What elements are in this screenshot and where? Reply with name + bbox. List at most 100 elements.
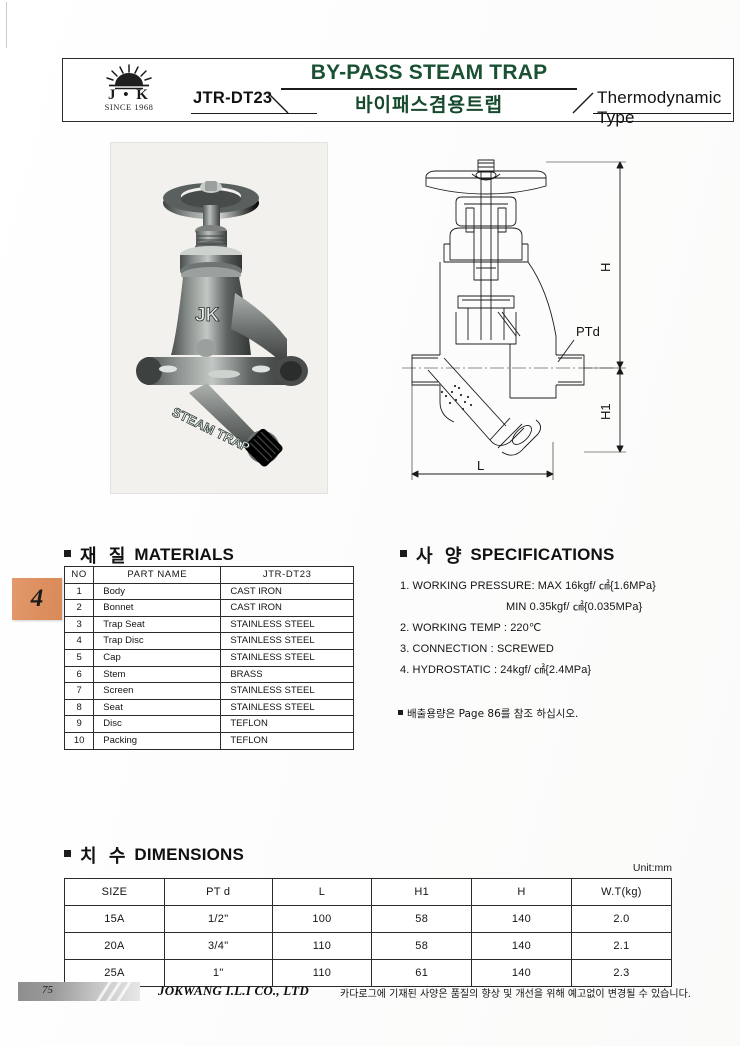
- cell-material: CAST IRON: [220, 599, 354, 617]
- dimensions-heading-english: DIMENSIONS: [134, 845, 245, 864]
- specifications-heading-korean: 사 양: [416, 546, 465, 567]
- dimensions-table: SIZE PT d L H1 H W.T(kg) 15A 1/2" 100 58…: [64, 878, 673, 987]
- sunrise-icon: [73, 63, 185, 90]
- model-code: JTR-DT23: [193, 89, 273, 107]
- dimensions-heading: 치 수 DIMENSIONS: [64, 842, 244, 868]
- dimension-label-H1: H1: [598, 403, 613, 420]
- specifications-heading: 사 양 SPECIFICATIONS: [400, 542, 615, 568]
- logo-brand-text: J • K: [108, 87, 150, 103]
- cell-material: TEFLON: [220, 715, 354, 733]
- footer-page-tab: [18, 978, 140, 1005]
- column-header-l: L: [271, 878, 373, 906]
- table-row: 25A 1" 110 61 140 2.3: [64, 959, 673, 987]
- cell-part: Trap Seat: [93, 615, 222, 634]
- cell-ptd: 3/4": [163, 932, 273, 960]
- dimension-label-L: L: [477, 458, 484, 473]
- cell-material: STAINLESS STEEL: [220, 698, 354, 717]
- cell-l: 110: [271, 959, 373, 987]
- spec-item-working-pressure-min: MIN 0.35kgf/ ㎠{0.035MPa}: [506, 601, 643, 613]
- cell-no: 1: [63, 582, 95, 601]
- cell-no: 9: [63, 715, 95, 733]
- bullet-square-icon: [400, 550, 407, 557]
- slash-separator-left-icon: [266, 89, 292, 115]
- cell-ptd: 1/2": [163, 905, 273, 933]
- section-number-tab: 4: [12, 578, 62, 620]
- technical-drawing: H H1 L PTd: [398, 140, 728, 498]
- column-header-model: JTR-DT23: [220, 566, 354, 584]
- specifications-list: 1. WORKING PRESSURE: MAX 16kgf/ ㎠{1.6MPa…: [400, 576, 730, 681]
- cell-weight: 2.3: [570, 959, 673, 987]
- materials-heading-english: MATERIALS: [134, 545, 235, 564]
- column-header-size: SIZE: [64, 878, 165, 906]
- cell-h: 140: [471, 932, 572, 960]
- column-header-weight: W.T(kg): [570, 878, 673, 906]
- spec-item-working-pressure-max: 1. WORKING PRESSURE: MAX 16kgf/ ㎠{1.6MPa…: [400, 580, 656, 592]
- dimensions-unit-label: Unit:mm: [632, 862, 672, 874]
- cell-ptd: 1": [163, 959, 273, 987]
- product-header-banner: J • K SINCE 1968 JTR-DT23 BY-PASS STEAM …: [62, 58, 734, 127]
- dimension-label-PTd: PTd: [576, 324, 600, 339]
- cell-part: Trap Disc: [93, 632, 222, 650]
- table-header-row: SIZE PT d L H1 H W.T(kg): [64, 878, 673, 906]
- materials-heading: 재 질 MATERIALS: [64, 542, 234, 568]
- cell-size: 15A: [64, 905, 165, 933]
- footer-page-number: 75: [42, 984, 53, 996]
- slash-separator-right-icon: [569, 89, 595, 115]
- cell-part: Screen: [93, 682, 222, 700]
- cell-material: CAST IRON: [220, 582, 354, 601]
- cell-part: Body: [93, 582, 222, 601]
- cell-material: TEFLON: [220, 731, 354, 750]
- cell-part: Packing: [93, 731, 222, 750]
- column-header-part: PART NAME: [93, 566, 222, 584]
- capacity-reference-note: 배출용량은 Page 86를 참조 하십시오.: [398, 706, 578, 721]
- bullet-square-icon: [398, 710, 403, 715]
- type-label-underline: [593, 113, 731, 115]
- capacity-note-text: 배출용량은 Page 86를 참조 하십시오.: [407, 708, 579, 720]
- specifications-heading-english: SPECIFICATIONS: [470, 545, 615, 564]
- cell-size: 20A: [64, 932, 165, 960]
- cell-no: 7: [63, 682, 95, 700]
- company-logo: J • K SINCE 1968: [73, 63, 185, 119]
- bullet-square-icon: [64, 550, 71, 557]
- cell-h: 140: [471, 959, 572, 987]
- product-title-korean: 바이패스겸용트랩: [355, 94, 503, 116]
- product-title-english: BY-PASS STEAM TRAP: [310, 61, 548, 84]
- cell-h1: 58: [371, 932, 473, 960]
- cell-no: 4: [63, 632, 95, 650]
- spec-item-hydrostatic: 4. HYDROSTATIC : 24kgf/ ㎠{2.4MPa}: [400, 664, 592, 676]
- cell-no: 6: [63, 665, 95, 684]
- column-header-ptd: PT d: [163, 878, 273, 906]
- table-header-row: NO PART NAME JTR-DT23: [63, 566, 354, 584]
- cell-no: 8: [63, 698, 95, 717]
- title-underline: [281, 88, 577, 90]
- spec-item-connection: 3. CONNECTION : SCREWED: [400, 643, 554, 655]
- cell-part: Cap: [93, 648, 222, 667]
- cell-material: STAINLESS STEEL: [220, 682, 354, 700]
- trap-type-label: Thermodynamic Type: [597, 88, 722, 127]
- cell-weight: 2.0: [570, 905, 673, 933]
- column-header-no: NO: [63, 566, 95, 584]
- cell-material: BRASS: [220, 665, 354, 684]
- table-row: 15A 1/2" 100 58 140 2.0: [64, 905, 673, 933]
- cell-part: Disc: [93, 715, 222, 733]
- cell-no: 5: [63, 648, 95, 667]
- spec-item-working-temp: 2. WORKING TEMP : 220℃: [400, 622, 542, 634]
- cell-h1: 61: [371, 959, 473, 987]
- footer-disclaimer: 카다로그에 기재된 사양은 품질의 향상 및 개선을 위해 예고없이 변경될 수…: [340, 989, 691, 1000]
- cell-no: 2: [63, 599, 95, 617]
- footer-company-name: JOKWANG I.L.I CO., LTD: [158, 983, 309, 998]
- product-photo: JK STEAM TRAP: [110, 142, 328, 494]
- cell-l: 100: [271, 905, 373, 933]
- model-code-rule: [191, 113, 317, 115]
